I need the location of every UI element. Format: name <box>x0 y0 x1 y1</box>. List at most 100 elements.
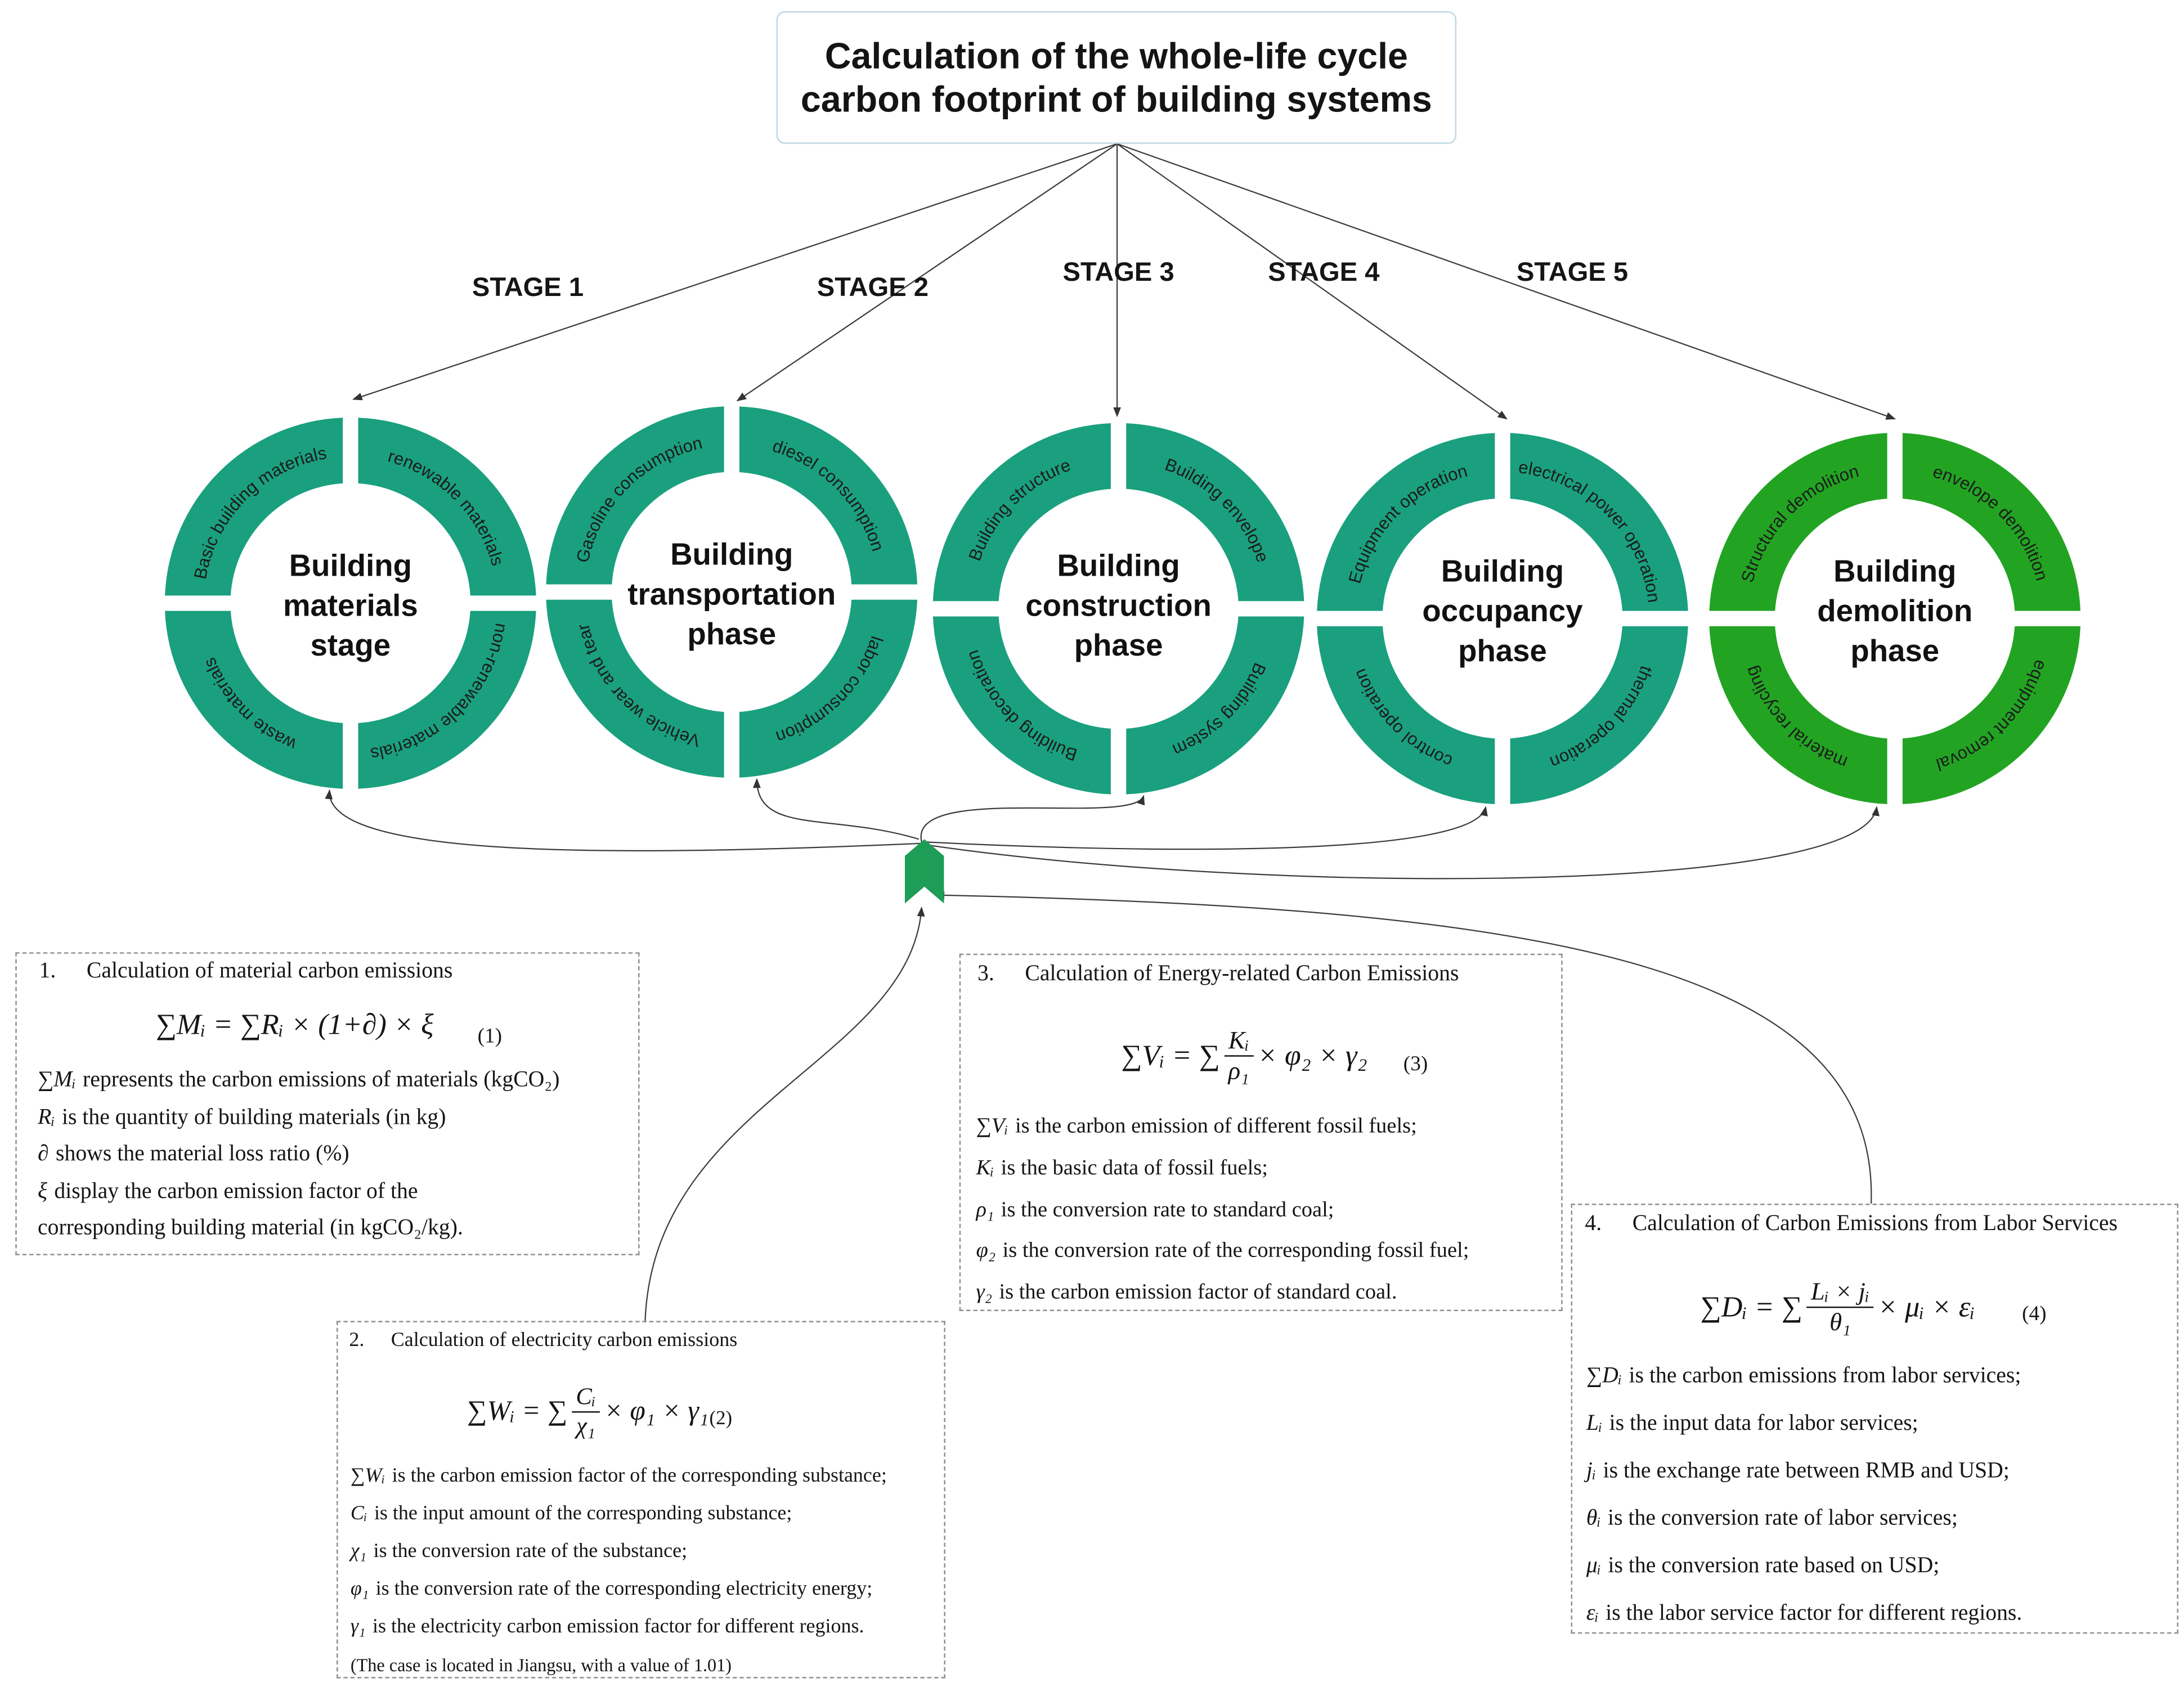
math-symbol: Rᵢ <box>37 1105 55 1129</box>
definition-text: is the quantity of building materials (i… <box>61 1105 446 1129</box>
math-symbol: φ₂ <box>976 1239 996 1263</box>
diagram-title-line-1: Calculation of the whole-life cycle <box>824 34 1408 77</box>
fraction-numerator: Lᵢ × jᵢ <box>1806 1277 1874 1308</box>
definition-text: is the conversion rate to standard coal; <box>1001 1197 1334 1222</box>
definition-text: shows the material loss ratio (%) <box>56 1142 349 1166</box>
phase-title-line: stage <box>311 628 391 662</box>
definition-text: is the conversion rate of the substance; <box>373 1540 688 1563</box>
math-symbol: ρ₁ <box>976 1197 994 1222</box>
formula-box-energy: 3. Calculation of Energy-related Carbon E… <box>959 953 1563 1314</box>
definition-text: is the conversion rate of the correspond… <box>375 1577 873 1600</box>
hub-connectors <box>325 778 1880 1321</box>
box-title-text: Calculation of electricity carbon emissi… <box>391 1329 738 1352</box>
math-symbol: ∑Dᵢ <box>1586 1364 1622 1388</box>
box-title: 3. Calculation of Energy-related Carbon E… <box>977 962 1459 988</box>
ring-segment <box>932 616 1111 795</box>
variable-definitions: ∑Wᵢ is the carbon emission factor of the … <box>351 1458 887 1684</box>
equation-number: (4) <box>2022 1303 2047 1326</box>
formula-expression: ∑Mᵢ = ∑Rᵢ × (1+∂) × ξ <box>156 1007 434 1042</box>
ring-segment <box>546 406 724 585</box>
hub-to-ring-2-arrow <box>752 778 920 840</box>
ring-segment <box>1709 626 1887 805</box>
fraction-denominator: θ₁ <box>1829 1307 1851 1336</box>
math-symbol: ∑Vᵢ <box>976 1114 1008 1138</box>
math-symbol: ξ <box>37 1179 48 1203</box>
ring-segment <box>358 611 536 789</box>
definition-line: ρ₁ is the conversion rate to standard coa… <box>976 1189 1469 1231</box>
definition-text: is the input data for labor services; <box>1609 1411 1918 1435</box>
ring-segment <box>739 406 918 585</box>
definition-text: is the conversion rate of labor services… <box>1608 1506 1958 1531</box>
equation-number: (2) <box>709 1408 733 1430</box>
fraction-denominator: ρ₁ <box>1228 1056 1249 1084</box>
box-title: 4.Calculation of Carbon Emissions from L… <box>1585 1212 2118 1237</box>
box-number: 3. <box>977 962 994 986</box>
math-symbol: γ₂ <box>976 1280 993 1305</box>
definition-text: is the carbon emission factor of the cor… <box>392 1464 887 1487</box>
ring-segment <box>546 599 724 778</box>
phase-title-line: occupancy <box>1422 594 1583 628</box>
definition-text: is the labor service factor for differen… <box>1606 1601 2022 1626</box>
phase-title-line: demolition <box>1817 594 1972 628</box>
stage-1-connector <box>352 143 1118 401</box>
ring-segment <box>165 418 343 596</box>
phase-title-line: Building <box>1833 554 1956 589</box>
formula-lhs: ∑Dᵢ = ∑ <box>1700 1289 1802 1323</box>
box-number: 1. <box>39 959 56 983</box>
definition-text: corresponding building material (in kgCO… <box>37 1216 463 1240</box>
box-title-text: Calculation of material carbon emissions <box>86 959 453 983</box>
phase-title-line: construction <box>1025 588 1212 622</box>
formula-box-labor: 4.Calculation of Carbon Emissions from L… <box>1571 1203 2178 1634</box>
stage-4-label: STAGE 4 <box>1268 257 1379 286</box>
stage-4-connector <box>1116 143 1508 420</box>
definition-text: (The case is located in Jiangsu, with a … <box>350 1654 732 1676</box>
phase-title-line: phase <box>1074 628 1163 662</box>
equation-number: (3) <box>1403 1053 1428 1076</box>
definition-text: is the basic data of fossil fuels; <box>1001 1156 1268 1180</box>
math-symbol: θᵢ <box>1586 1506 1601 1531</box>
formula-box-material: 1. Calculation of material carbon emissio… <box>15 952 640 1255</box>
ring-segment <box>1510 433 1688 611</box>
stage-2-label: STAGE 2 <box>817 272 929 302</box>
diagram-title-box: Calculation of the whole-life cycle carb… <box>776 11 1457 144</box>
ring-segment <box>1126 616 1304 795</box>
hub-to-ring-3-arrow <box>920 795 1145 842</box>
definition-text: is the conversion rate based on USD; <box>1608 1554 1940 1578</box>
ring-segment <box>358 418 536 596</box>
math-symbol: ∑Wᵢ <box>350 1464 385 1487</box>
definition-text: represents the carbon emissions of mater… <box>83 1068 560 1092</box>
stage-3-label: STAGE 3 <box>1063 257 1174 286</box>
definition-text: is the conversion rate of the correspond… <box>1002 1239 1469 1263</box>
fraction-numerator: Kᵢ <box>1224 1026 1254 1057</box>
fraction-denominator: χ₁ <box>576 1412 595 1439</box>
definition-line: corresponding building material (in kgCO… <box>38 1210 559 1248</box>
box-title-text: Calculation of Energy-related Carbon Emi… <box>1025 962 1459 986</box>
ring-segment <box>165 611 343 789</box>
box-title-text: Calculation of Carbon Emissions from Lab… <box>1632 1212 2118 1236</box>
definition-text: is the exchange rate between RMB and USD… <box>1603 1459 2010 1483</box>
math-symbol: φ₁ <box>350 1577 369 1600</box>
hub-marker-icon <box>904 839 944 904</box>
stage-5-connector <box>1116 143 1896 420</box>
definition-text: is the input amount of the corresponding… <box>374 1502 792 1525</box>
